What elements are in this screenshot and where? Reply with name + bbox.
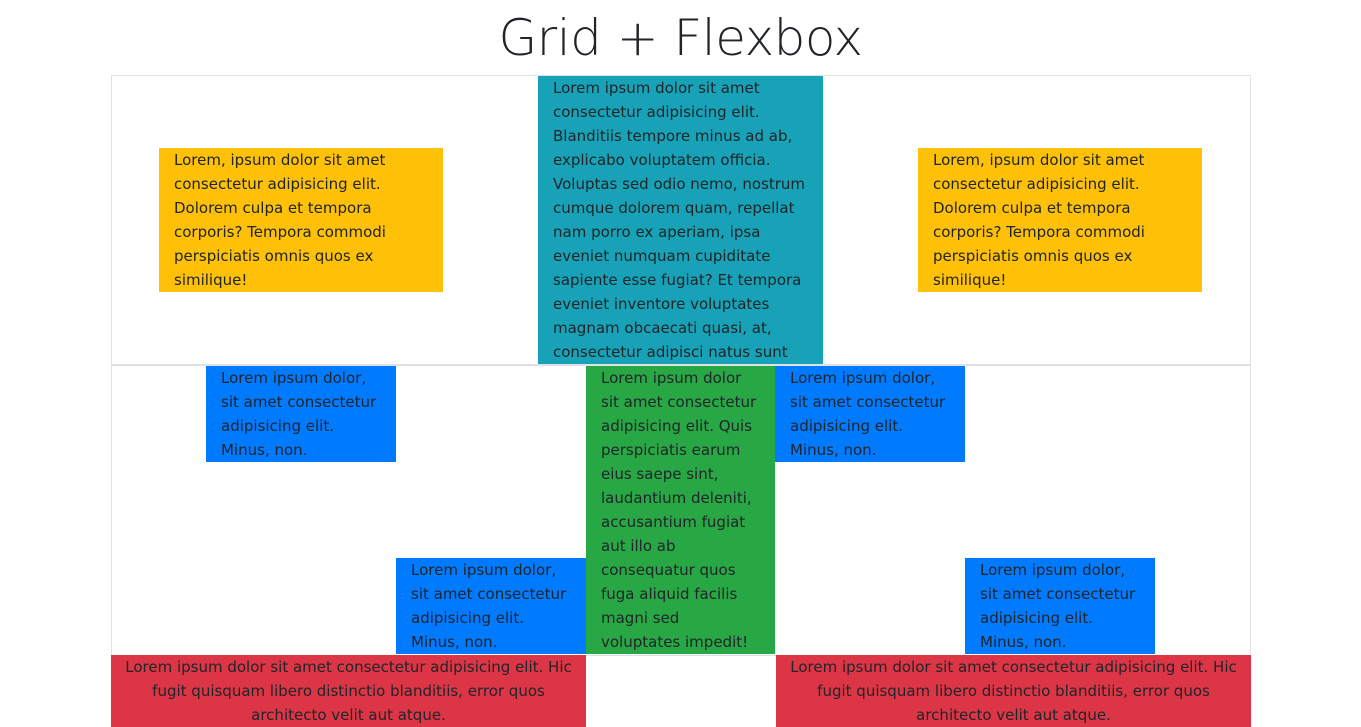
grid-row-2 [111,364,1251,656]
blue-card-top-left: Lorem ipsum dolor, sit amet consectetur … [206,366,396,462]
red-card-left: Lorem ipsum dolor sit amet consectetur a… [111,655,586,727]
page-title: Grid + Flexbox [498,9,863,67]
blue-card-top-right: Lorem ipsum dolor, sit amet consectetur … [775,366,965,462]
green-card-center: Lorem ipsum dolor sit amet consectetur a… [586,366,775,654]
teal-card-center: Lorem ipsum dolor sit amet consectetur a… [538,76,823,364]
grid-row-1 [111,75,1251,366]
blue-card-bottom-right: Lorem ipsum dolor, sit amet consectetur … [965,558,1155,654]
yellow-card-right: Lorem, ipsum dolor sit amet consectetur … [918,148,1202,292]
yellow-card-left: Lorem, ipsum dolor sit amet consectetur … [159,148,443,292]
red-card-right: Lorem ipsum dolor sit amet consectetur a… [776,655,1251,727]
blue-card-bottom-left: Lorem ipsum dolor, sit amet consectetur … [396,558,586,654]
